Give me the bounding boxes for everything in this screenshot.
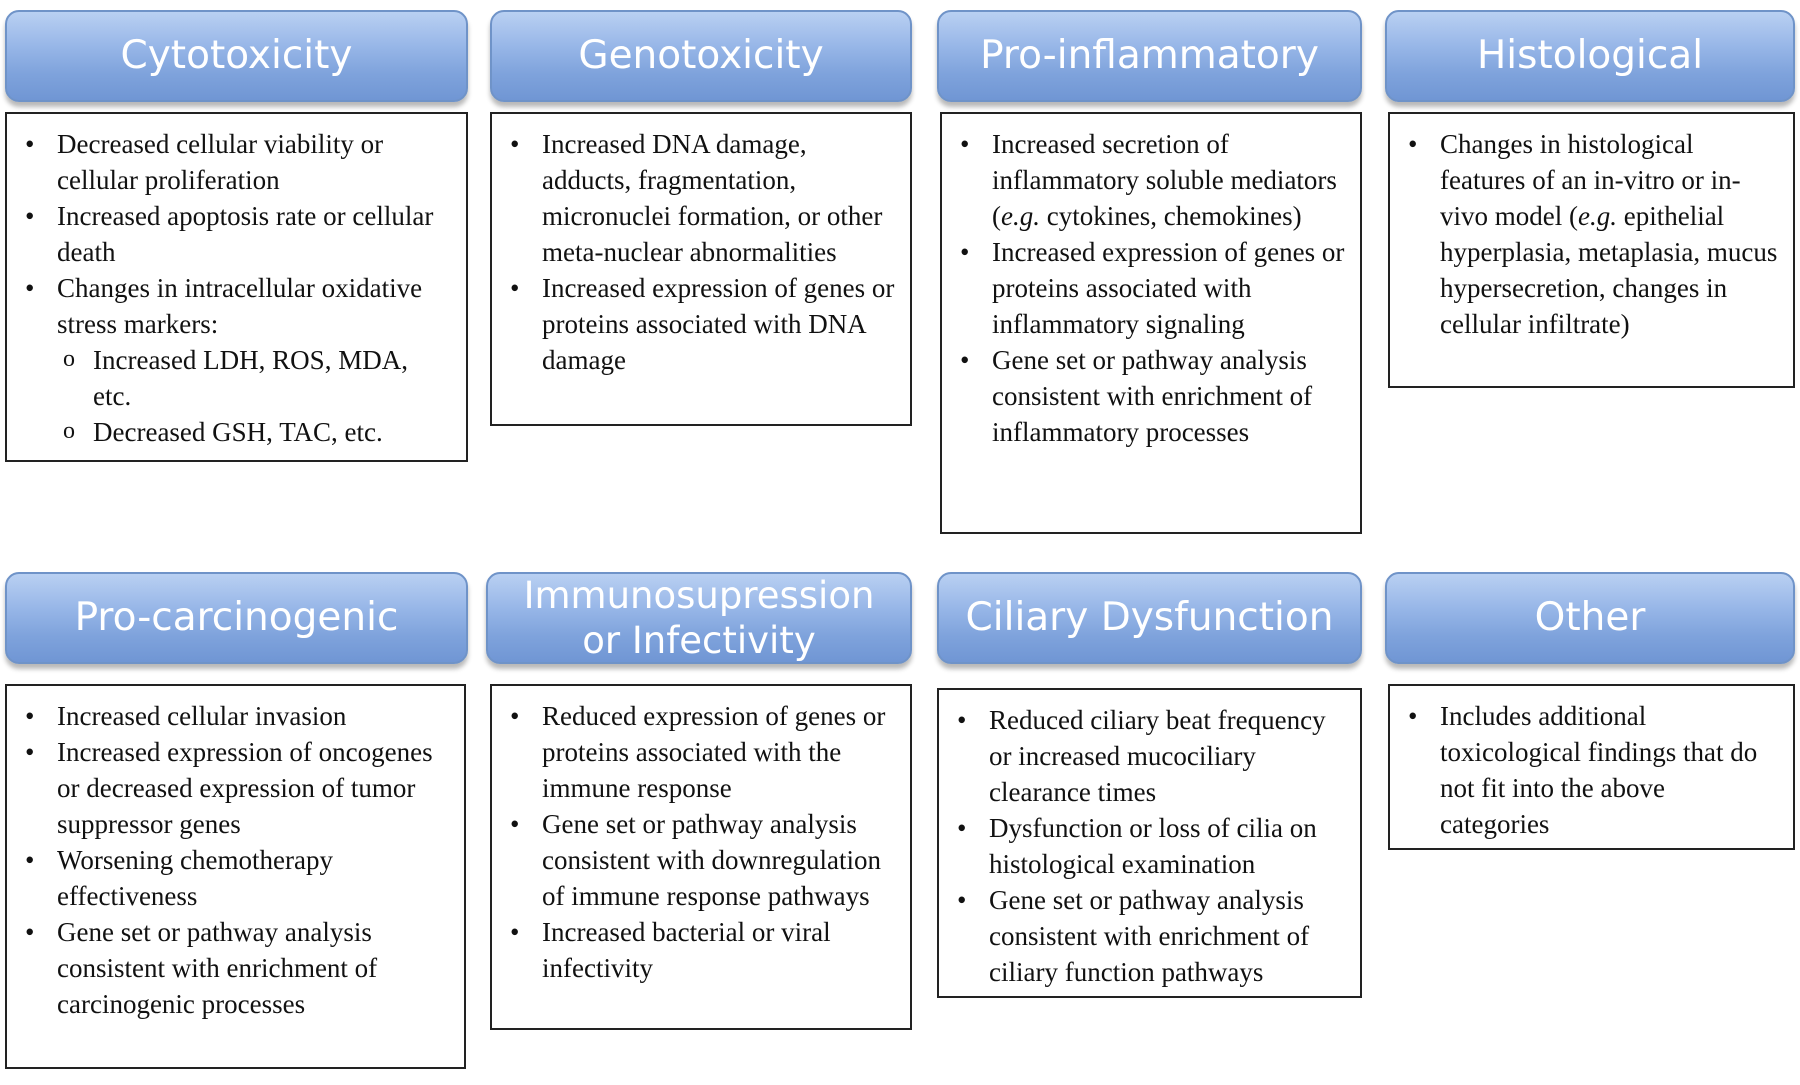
list-item-text: epithelial hyperplasia, metaplasia, mucu…: [1440, 201, 1778, 339]
sub-list-item: Increased LDH, ROS, MDA, etc.: [57, 341, 452, 414]
list-item: Decreased cellular viability or cellular…: [21, 126, 452, 198]
header-immunosuppression-label: Immunosupression or Infectivity: [524, 573, 875, 663]
header-other-label: Other: [1534, 594, 1646, 640]
header-genotoxicity: Genotoxicity: [490, 10, 912, 102]
list-item: Reduced expression of genes or proteins …: [506, 698, 896, 806]
header-pro-inflammatory-label: Pro-inflammatory: [980, 32, 1319, 78]
list-item: Gene set or pathway analysis consistent …: [21, 914, 450, 1022]
header-ciliary-dysfunction: Ciliary Dysfunction: [937, 572, 1362, 664]
header-cytotoxicity: Cytotoxicity: [5, 10, 468, 102]
list-item-emphasis: e.g.: [1577, 201, 1617, 231]
ciliary-dysfunction-box: Reduced ciliary beat frequency or increa…: [937, 688, 1362, 998]
list-item: Worsening chemotherapy effectiveness: [21, 842, 450, 914]
cytotoxicity-box: Decreased cellular viability or cellular…: [5, 112, 468, 462]
immunosuppression-list: Reduced expression of genes or proteins …: [506, 698, 896, 986]
list-item: Dysfunction or loss of cilia on histolog…: [953, 810, 1346, 882]
sub-list-item: Decreased GSH, TAC, etc.: [57, 413, 452, 450]
header-ciliary-dysfunction-label: Ciliary Dysfunction: [965, 594, 1334, 640]
header-immunosuppression-line2: or Infectivity: [582, 619, 816, 662]
immunosuppression-box: Reduced expression of genes or proteins …: [490, 684, 912, 1030]
list-item: Changes in intracellular oxidative stres…: [21, 270, 452, 450]
list-item-emphasis: e.g.: [1001, 201, 1040, 231]
genotoxicity-list: Increased DNA damage, adducts, fragmenta…: [506, 126, 896, 378]
list-item: Increased expression of oncogenes or dec…: [21, 734, 450, 842]
header-immunosuppression: Immunosupression or Infectivity: [486, 572, 912, 664]
list-item: Increased bacterial or viral infectivity: [506, 914, 896, 986]
pro-carcinogenic-box: Increased cellular invasion Increased ex…: [5, 684, 466, 1069]
header-pro-inflammatory: Pro-inflammatory: [937, 10, 1362, 102]
list-item-text: Changes in histological features of an i…: [1440, 129, 1741, 231]
list-item: Reduced ciliary beat frequency or increa…: [953, 702, 1346, 810]
header-genotoxicity-label: Genotoxicity: [578, 32, 824, 78]
pro-inflammatory-box: Increased secretion of inflammatory solu…: [940, 112, 1362, 534]
histological-list: Changes in histological features of an i…: [1404, 126, 1779, 342]
list-item-text: cytokines, chemokines): [1039, 201, 1302, 231]
list-item: Gene set or pathway analysis consistent …: [956, 342, 1346, 450]
other-box: Includes additional toxicological findin…: [1388, 684, 1795, 850]
other-list: Includes additional toxicological findin…: [1404, 698, 1779, 842]
list-item: Changes in histological features of an i…: [1404, 126, 1779, 342]
cytotoxicity-list: Decreased cellular viability or cellular…: [21, 126, 452, 450]
header-pro-carcinogenic: Pro-carcinogenic: [5, 572, 468, 664]
list-item: Increased secretion of inflammatory solu…: [956, 126, 1346, 234]
header-other: Other: [1385, 572, 1795, 664]
header-histological: Histological: [1385, 10, 1795, 102]
list-item: Gene set or pathway analysis consistent …: [506, 806, 896, 914]
header-histological-label: Histological: [1476, 32, 1704, 78]
list-item-text: Changes in intracellular oxidative stres…: [57, 273, 423, 339]
list-item: Increased DNA damage, adducts, fragmenta…: [506, 126, 896, 270]
pro-inflammatory-list: Increased secretion of inflammatory solu…: [956, 126, 1346, 450]
list-item-text: Increased secretion of inflammatory solu…: [992, 129, 1337, 231]
header-pro-carcinogenic-label: Pro-carcinogenic: [74, 594, 399, 640]
list-item: Gene set or pathway analysis consistent …: [953, 882, 1346, 990]
cytotoxicity-sublist: Increased LDH, ROS, MDA, etc. Decreased …: [57, 341, 452, 450]
ciliary-dysfunction-list: Reduced ciliary beat frequency or increa…: [953, 702, 1346, 990]
list-item: Includes additional toxicological findin…: [1404, 698, 1779, 842]
genotoxicity-box: Increased DNA damage, adducts, fragmenta…: [490, 112, 912, 426]
histological-box: Changes in histological features of an i…: [1388, 112, 1795, 388]
list-item: Increased apoptosis rate or cellular dea…: [21, 198, 452, 270]
pro-carcinogenic-list: Increased cellular invasion Increased ex…: [21, 698, 450, 1022]
header-cytotoxicity-label: Cytotoxicity: [120, 32, 353, 78]
header-immunosuppression-line1: Immunosupression: [523, 573, 875, 617]
list-item: Increased expression of genes or protein…: [956, 234, 1346, 342]
list-item: Increased expression of genes or protein…: [506, 270, 896, 378]
list-item: Increased cellular invasion: [21, 698, 450, 734]
